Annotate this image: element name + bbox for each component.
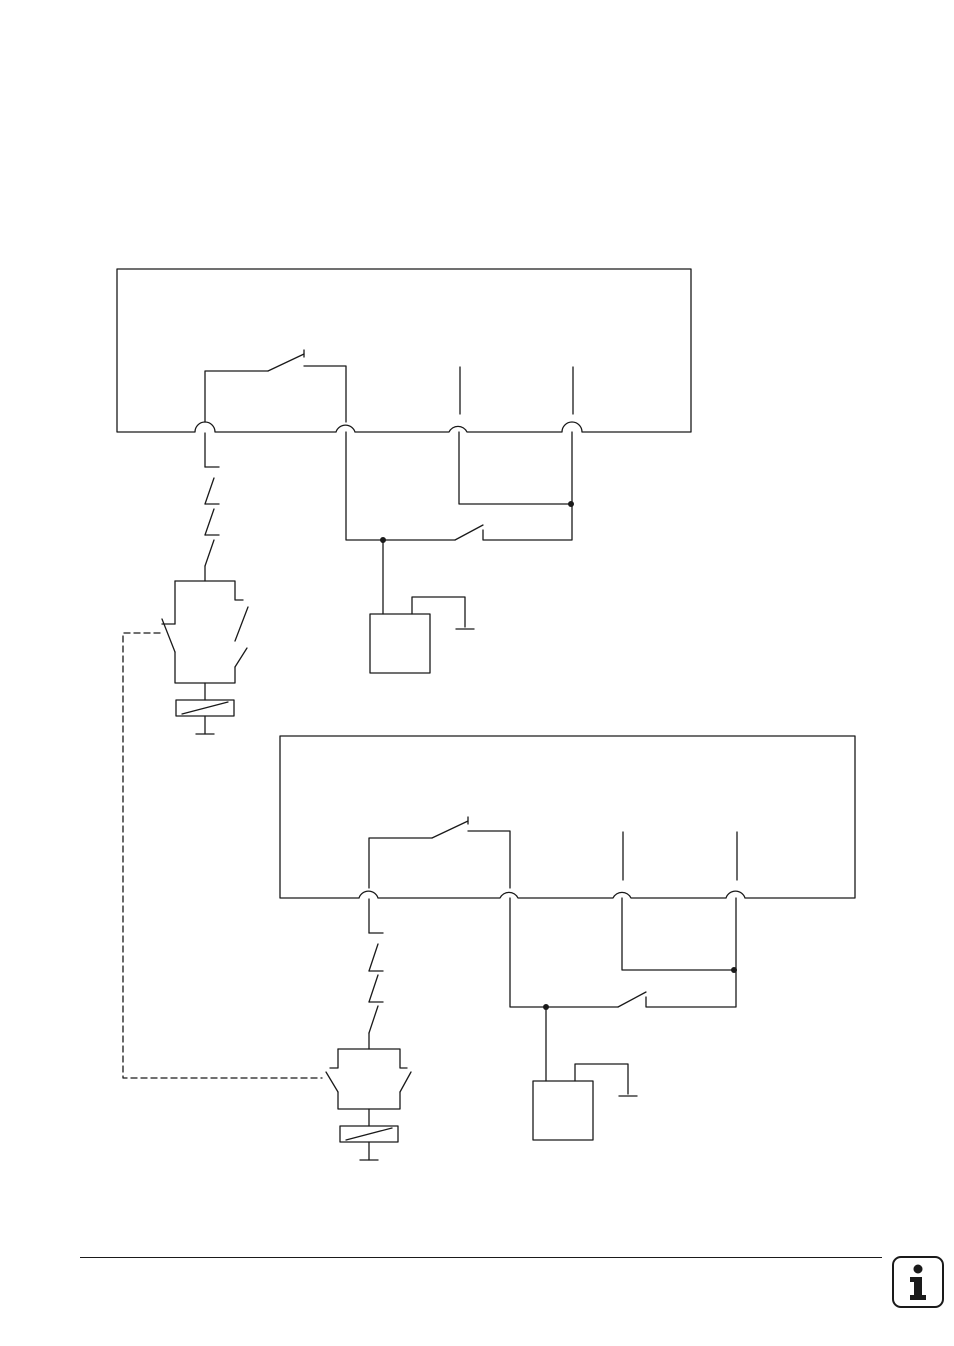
upper-junction-node-2: [568, 501, 574, 507]
lower-junction-node-2: [731, 967, 737, 973]
upper-relay-coil: [175, 699, 235, 735]
lower-series-contacts: [368, 898, 384, 1050]
lower-unit: [279, 735, 856, 1161]
lower-external-wiring: [509, 897, 737, 1082]
info-icon: [892, 1256, 944, 1308]
upper-junction-node-1: [380, 537, 386, 543]
info-icon-glyph: [910, 1264, 926, 1300]
upper-load-block: [369, 596, 475, 674]
upper-unit: [116, 268, 692, 735]
upper-external-wiring: [345, 431, 573, 615]
mechanical-link-dashed: [122, 632, 323, 1079]
upper-unit-housing: [116, 268, 692, 433]
lower-junction-node-1: [543, 1004, 549, 1010]
upper-relay-contacts: [161, 580, 249, 701]
lower-unit-housing: [279, 735, 856, 899]
upper-series-contacts: [204, 432, 220, 582]
lower-relay-contacts: [325, 1048, 412, 1127]
lower-internal-switch: [368, 816, 511, 889]
lower-load-block: [532, 1063, 638, 1141]
lower-relay-coil: [339, 1125, 399, 1161]
upper-internal-switch: [204, 349, 347, 423]
footer-rule: [80, 1257, 882, 1258]
